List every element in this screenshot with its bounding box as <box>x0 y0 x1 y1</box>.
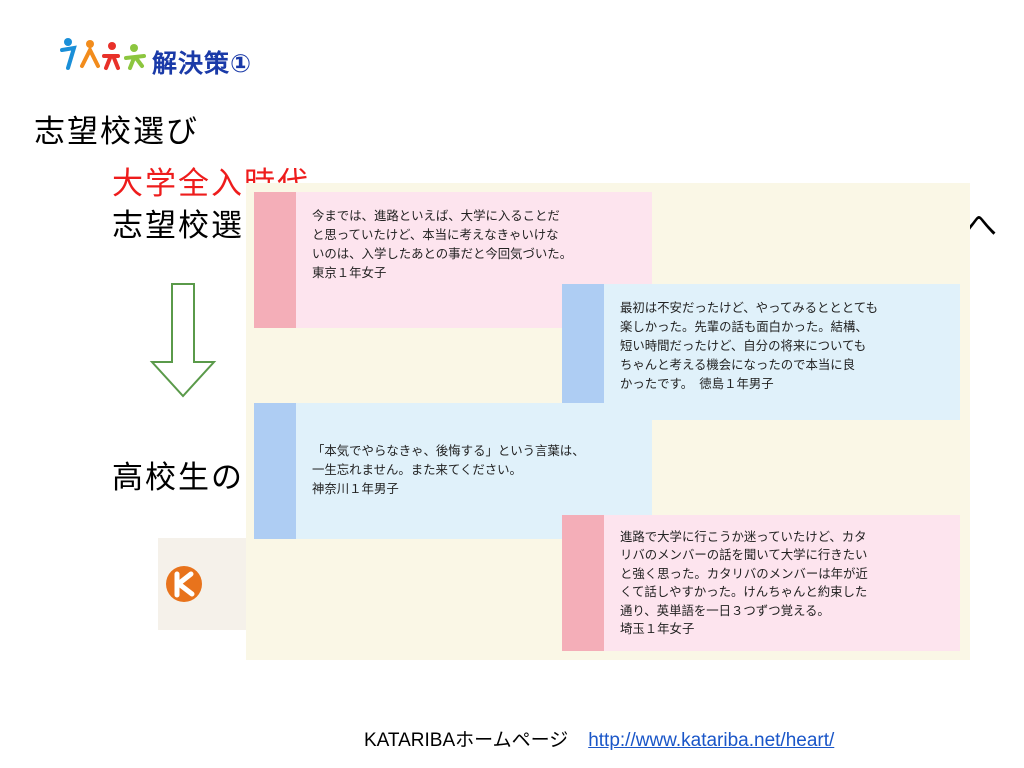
card-accent-bar <box>254 192 296 328</box>
katariba-emblem-icon <box>166 566 202 602</box>
card-accent-bar <box>562 284 604 420</box>
body-line-tail: へ <box>966 208 997 244</box>
card-accent-bar <box>562 515 604 651</box>
katariba-emblem-image <box>158 538 250 630</box>
testimonial-card: 最初は不安だったけど、やってみるとととても 楽しかった。先輩の話も面白かった。結… <box>562 284 960 420</box>
body-line-students: 高校生の <box>112 460 244 496</box>
down-arrow-icon <box>149 283 217 398</box>
testimonial-text: 進路で大学に行こうか迷っていたけど、カタ リバのメンバーの話を聞いて大学に行きた… <box>604 515 960 651</box>
katariba-homepage-link[interactable]: http://www.katariba.net/heart/ <box>588 730 835 751</box>
footer: KATARIBAホームページ http://www.katariba.net/he… <box>364 725 834 752</box>
slide-title: 解決策① <box>152 49 253 78</box>
testimonial-card: 進路で大学に行こうか迷っていたけど、カタ リバのメンバーの話を聞いて大学に行きた… <box>562 515 960 651</box>
footer-label: KATARIBAホームページ <box>364 730 569 751</box>
testimonial-text: 最初は不安だったけど、やってみるとととても 楽しかった。先輩の話も面白かった。結… <box>604 284 960 420</box>
card-accent-bar <box>254 403 296 539</box>
heading-school-choice: 志望校選び <box>34 114 199 150</box>
body-line-school-choice: 志望校選 <box>112 208 244 244</box>
katariba-logo-icon <box>60 38 146 70</box>
